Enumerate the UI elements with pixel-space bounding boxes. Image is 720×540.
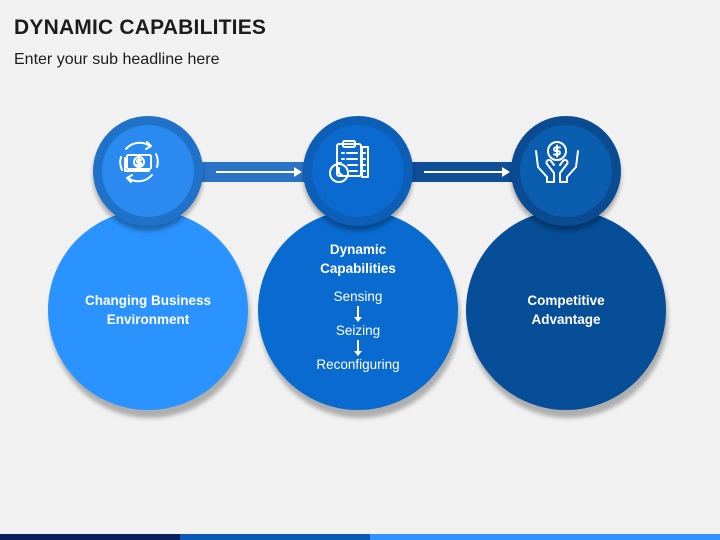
stage-label: Competitive Advantage — [527, 291, 604, 329]
connector-arrow-2 — [406, 162, 518, 182]
arrow-line — [424, 171, 504, 173]
icon-badge-inner — [520, 125, 612, 217]
stage-label-line: Capabilities — [320, 260, 396, 276]
down-arrow-icon — [354, 339, 362, 356]
money-cycle-icon — [119, 141, 159, 183]
stage-label: Dynamic Capabilities — [320, 240, 396, 278]
connector-arrow-1 — [198, 162, 310, 182]
hands-dollar-icon — [535, 141, 579, 183]
stage-label: Changing Business Environment — [85, 291, 211, 329]
footer-bar-segment — [0, 534, 180, 540]
process-steps: Sensing Seizing Reconfiguring — [316, 288, 399, 373]
arrow-head — [294, 167, 302, 177]
stage-circle-changing-business-environment: Changing Business Environment — [48, 210, 248, 410]
step-sensing: Sensing — [333, 288, 383, 304]
stage-circle-dynamic-capabilities: Dynamic Capabilities Sensing Seizing Rec… — [258, 210, 458, 410]
stage-label-line: Dynamic — [329, 241, 387, 257]
clipboard-clock-icon — [329, 140, 369, 183]
stage-label-line: Competitive — [527, 293, 605, 308]
footer-bar-segment — [180, 534, 370, 540]
stage-label-line: Advantage — [531, 312, 601, 327]
step-seizing: Seizing — [335, 322, 381, 338]
stage-icon-badge-3 — [511, 116, 621, 226]
footer-color-bar — [0, 534, 720, 540]
page-title: DYNAMIC CAPABILITIES — [14, 16, 267, 39]
arrow-head — [502, 167, 510, 177]
step-reconfiguring: Reconfiguring — [316, 356, 400, 372]
down-arrow-icon — [354, 305, 362, 322]
stage-circle-competitive-advantage: Competitive Advantage — [466, 210, 666, 410]
arrow-line — [216, 171, 296, 173]
stage-label-line: Environment — [106, 312, 190, 327]
stage-label-line: Changing Business — [84, 293, 211, 308]
stage-icon-badge-2 — [303, 116, 413, 226]
page-subtitle: Enter your sub headline here — [14, 51, 220, 68]
stage-icon-badge-1 — [93, 116, 203, 226]
footer-bar-segment — [370, 534, 720, 540]
